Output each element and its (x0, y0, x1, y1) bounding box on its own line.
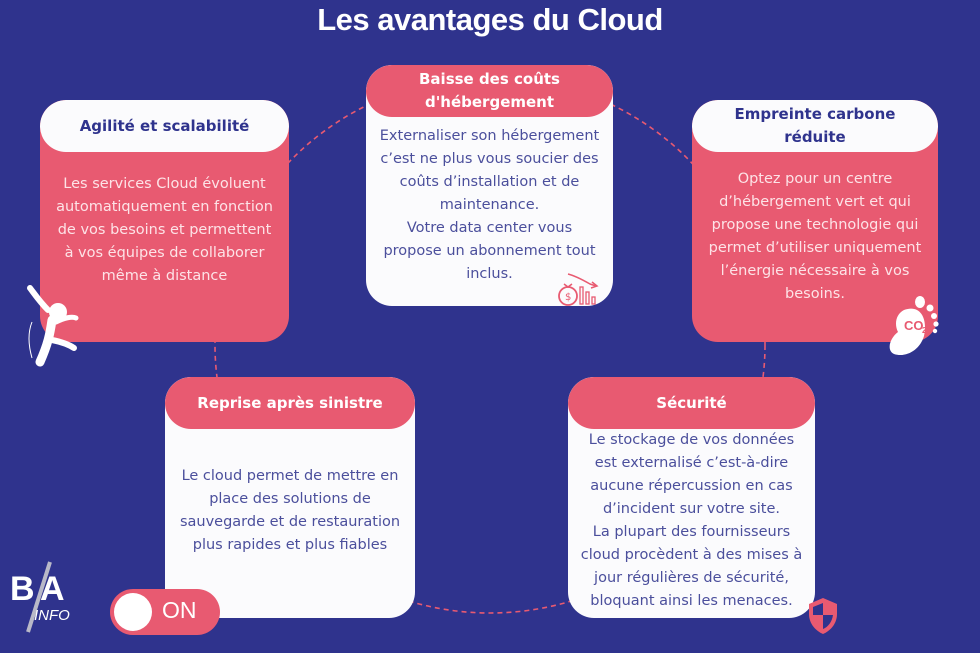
body-line: propose une technologie qui (711, 217, 919, 233)
card-agilite: Agilité et scalabilité Les services Clou… (40, 100, 289, 342)
card-body: Le cloud permet de mettre en place des s… (165, 429, 415, 557)
body-line: est externalisé c’est-à-dire (594, 455, 789, 471)
card-heading: Reprise après sinistre (165, 377, 415, 429)
card-body: Les services Cloud évoluent automatiquem… (40, 152, 289, 288)
body-line: de vos besoins et permettent (57, 222, 272, 238)
card-heading: Agilité et scalabilité (40, 100, 289, 152)
page-title: Les avantages du Cloud (317, 2, 663, 37)
body-line: Externaliser son hébergement (379, 128, 600, 144)
body-line: plus rapides et plus fiables (192, 537, 388, 553)
body-line: place des solutions de (209, 491, 371, 507)
body-line: l’énergie nécessaire à vos (720, 263, 910, 279)
heading-text: réduite (784, 128, 846, 146)
body-line: inclus. (466, 266, 513, 282)
body-line: besoins. (785, 286, 845, 302)
body-line: propose un abonnement tout (383, 243, 596, 259)
body-line: permet d’utiliser uniquement (708, 240, 922, 256)
card-body: Optez pour un centre d’hébergement vert … (692, 152, 938, 306)
heading-text: Baisse des coûts (419, 70, 560, 88)
card-body: Le stockage de vos données est externali… (568, 429, 815, 613)
heading-text: d'hébergement (424, 93, 555, 111)
dancing-person-icon (27, 285, 79, 367)
svg-text:2: 2 (922, 326, 927, 335)
body-line: La plupart des fournisseurs (592, 524, 791, 540)
body-line: même à distance (101, 268, 228, 284)
body-line: aucune répercussion en cas (590, 478, 793, 494)
svg-text:INFO: INFO (34, 607, 70, 624)
body-line: c’est ne plus vous soucier des (380, 151, 599, 167)
card-body: Externaliser son hébergement c’est ne pl… (366, 117, 613, 286)
body-line: d’hébergement vert et qui (719, 194, 911, 210)
body-line: Optez pour un centre (737, 171, 893, 187)
heading-text: Reprise après sinistre (197, 393, 383, 412)
body-line: Votre data center vous (406, 220, 573, 236)
svg-text:$: $ (565, 292, 571, 303)
toggle-label: ON (162, 597, 197, 623)
body-line: d’incident sur votre site. (602, 501, 781, 517)
card-heading: Baisse des coûts d'hébergement (366, 65, 613, 117)
on-toggle[interactable]: ON (110, 589, 220, 635)
heading-text: Agilité et scalabilité (79, 116, 250, 135)
body-line: bloquant ainsi les menaces. (590, 593, 793, 609)
card-empreinte-carbone: Empreinte carbone réduite Optez pour un … (692, 100, 938, 342)
body-line: Les services Cloud évoluent (63, 176, 266, 192)
body-line: coûts d’installation et de (399, 174, 580, 190)
shield-icon (809, 598, 837, 634)
ba-info-logo: B A INFO (8, 560, 78, 640)
toggle-knob (114, 593, 152, 631)
body-line: Le cloud permet de mettre en (181, 468, 399, 484)
card-baisse-couts: Baisse des coûts d'hébergement Externali… (366, 65, 613, 306)
money-bag-decreasing-chart-icon: $ (558, 273, 599, 306)
co2-footprint-icon: CO 2 (889, 296, 939, 356)
body-line: automatiquement en fonction (56, 199, 273, 215)
body-line: jour régulières de sécurité, (594, 570, 789, 586)
heading-text: Empreinte carbone (734, 105, 896, 123)
card-heading: Sécurité (568, 377, 815, 429)
body-line: Le stockage de vos données (588, 432, 795, 448)
body-line: cloud procèdent à des mises à (580, 547, 803, 563)
card-securite: Sécurité Le stockage de vos données est … (568, 377, 815, 618)
body-line: à vos équipes de collaborer (64, 245, 265, 261)
card-heading: Empreinte carbone réduite (692, 100, 938, 152)
body-line: sauvegarde et de restauration (179, 514, 401, 530)
svg-text:CO: CO (904, 318, 924, 333)
heading-text: Sécurité (656, 393, 727, 412)
body-line: maintenance. (439, 197, 540, 213)
card-reprise-sinistre: Reprise après sinistre Le cloud permet d… (165, 377, 415, 618)
svg-text:B: B (10, 570, 35, 608)
